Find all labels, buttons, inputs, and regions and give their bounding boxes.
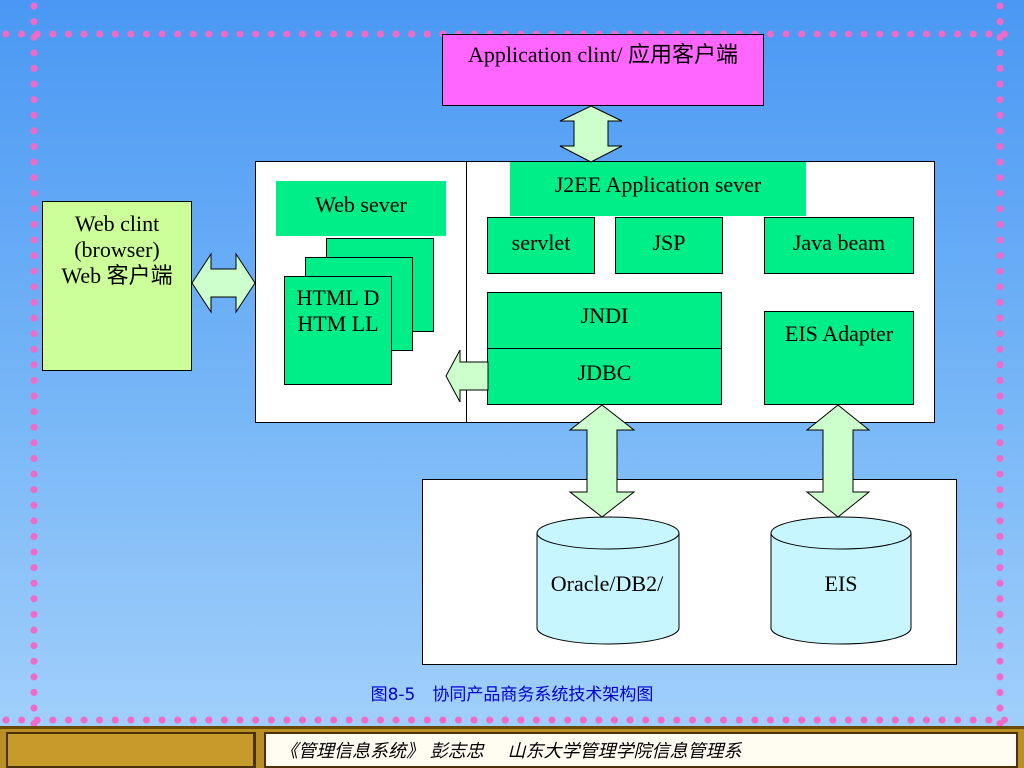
j2ee-server-title: J2EE Application sever [510,162,806,216]
app-client-arrow [559,105,623,163]
jdbc-to-web-arrow [445,349,489,403]
web-client-line2: (browser) [74,236,160,262]
footer-plate-right [264,732,1018,768]
application-client-label: Application clint/ 应用客户端 [467,42,739,67]
jdbc-box: JDBC [487,348,722,405]
web-client-line3: Web 客户端 [61,262,173,288]
oracle-db-label: Oracle/DB2/ [548,570,666,599]
web-server-label: Web sever [315,192,407,217]
application-client-box: Application clint/ 应用客户端 [442,34,764,106]
java-beans-box: Java beam [764,217,914,274]
eis-cylinder [770,516,912,645]
jdbc-label: JDBC [577,360,632,385]
web-server-title: Web sever [276,181,446,236]
oracle-db-cylinder [536,516,680,645]
eis-db-text: EIS [824,571,858,596]
j2ee-server-label: J2EE Application sever [554,172,762,197]
web-client-box: Web clint (browser) Web 客户端 [42,201,192,371]
eis-adapter-box: EIS Adapter [764,311,914,405]
java-beans-label: Java beam [792,230,886,255]
footer-text: 《管理信息系统》 彭志忠 山东大学管理学院信息管理系 [280,741,742,762]
figure-caption: 图8-5 协同产品商务系统技术架构图 [370,685,654,705]
web-client-line1: Web clint [74,211,160,236]
servlet-box: servlet [487,217,595,274]
jdbc-db-arrow [568,404,636,518]
server-divider [466,161,467,423]
browser-arrow [191,252,256,314]
html-pages-label: HTML DHTM LL [296,285,380,336]
jsp-label: JSP [652,230,686,255]
jndi-label: JNDI [580,303,629,328]
oracle-db-text: Oracle/DB2/ [550,571,664,596]
jndi-box: JNDI [487,292,722,349]
eis-db-label: EIS [781,570,901,599]
footer-plate-left [6,732,256,768]
eis-adapter-label: EIS Adapter [784,321,894,346]
jsp-box: JSP [615,217,723,274]
servlet-label: servlet [511,230,571,255]
page-stack-front: HTML DHTM LL [284,276,392,385]
eis-arrow [805,404,871,518]
